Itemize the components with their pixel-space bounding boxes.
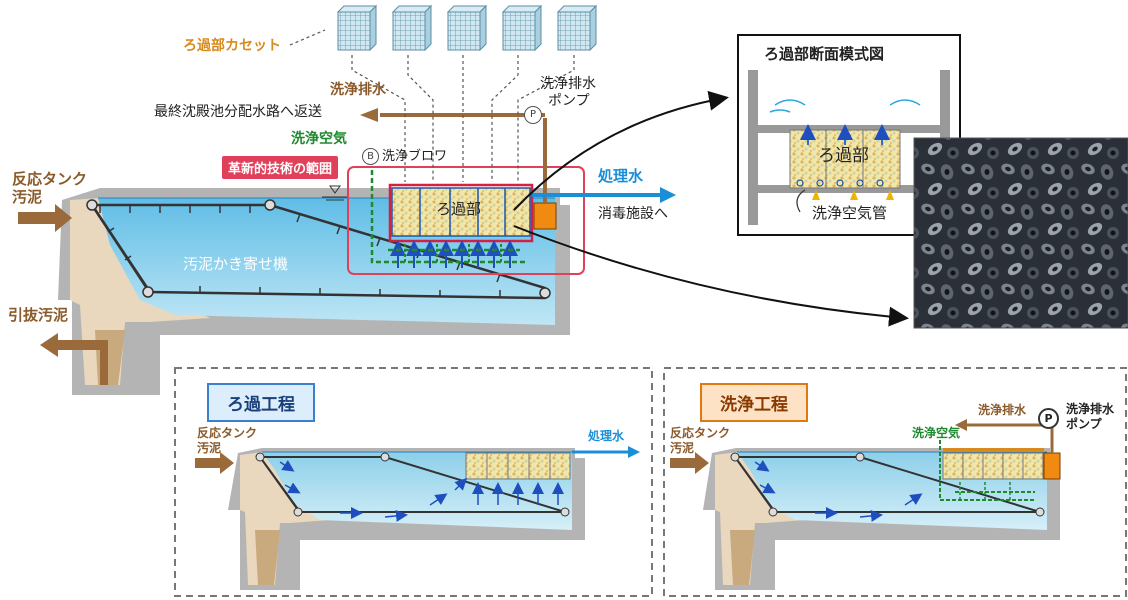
- washing-title: 洗浄工程: [700, 383, 808, 422]
- wash-pump-label-1: 洗浄排水: [540, 76, 596, 92]
- washing-air-label: 洗浄空気: [912, 426, 961, 440]
- inflow-label-1: 反応タンク: [12, 170, 88, 188]
- filtration-inflow-label-1: 反応タンク: [197, 426, 258, 440]
- washing-pump-symbol: P: [1038, 408, 1059, 429]
- cassette-icons: [336, 4, 598, 52]
- wash-air-label: 洗浄空気: [291, 131, 347, 147]
- filtration-title: ろ過工程: [207, 383, 315, 422]
- scope-label: 革新的技術の範囲: [222, 156, 339, 179]
- inflow-label-2: 汚泥: [12, 188, 43, 206]
- inset-title: ろ過部断面模式図: [764, 45, 885, 63]
- washing-pump-label-1: 洗浄排水: [1066, 402, 1115, 416]
- filtration-treated-label: 処理水: [588, 429, 625, 443]
- wash-drain-label: 洗浄排水: [330, 82, 386, 98]
- washing-inflow-label-1: 反応タンク: [670, 426, 731, 440]
- washing-pump-label-2: ポンプ: [1066, 417, 1102, 431]
- cassette-label: ろ過部カセット: [183, 38, 281, 54]
- washing-inflow-label-2: 汚泥: [670, 441, 695, 455]
- return-label: 最終沈殿池分配水路へ返送: [154, 104, 322, 120]
- air-pipe-label: 洗浄空気管: [812, 204, 888, 222]
- filtration-inflow-label-2: 汚泥: [197, 441, 222, 455]
- withdrawn-sludge-label: 引抜汚泥: [8, 306, 69, 324]
- wash-blower-label: 洗浄ブロワ: [382, 149, 448, 164]
- scraper-label: 汚泥かき寄せ機: [183, 255, 289, 273]
- washing-drain-label: 洗浄排水: [978, 403, 1027, 417]
- pump-symbol: P: [524, 106, 542, 124]
- filter-label: ろ過部: [436, 200, 482, 218]
- disinfection-label: 消毒施設へ: [598, 206, 668, 222]
- inset-filter-label: ろ過部: [818, 146, 869, 166]
- blower-symbol: B: [362, 148, 379, 165]
- treated-water-label: 処理水: [598, 167, 644, 185]
- wash-pump-label-2: ポンプ: [548, 93, 590, 109]
